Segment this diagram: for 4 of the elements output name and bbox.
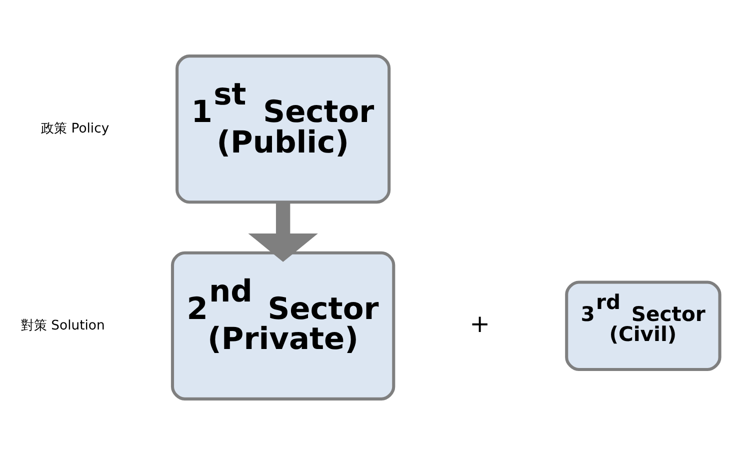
label: 對策 Solution <box>21 318 105 333</box>
label: + <box>470 308 490 338</box>
arrow <box>248 202 318 262</box>
label: 政策 Policy <box>41 121 110 136</box>
